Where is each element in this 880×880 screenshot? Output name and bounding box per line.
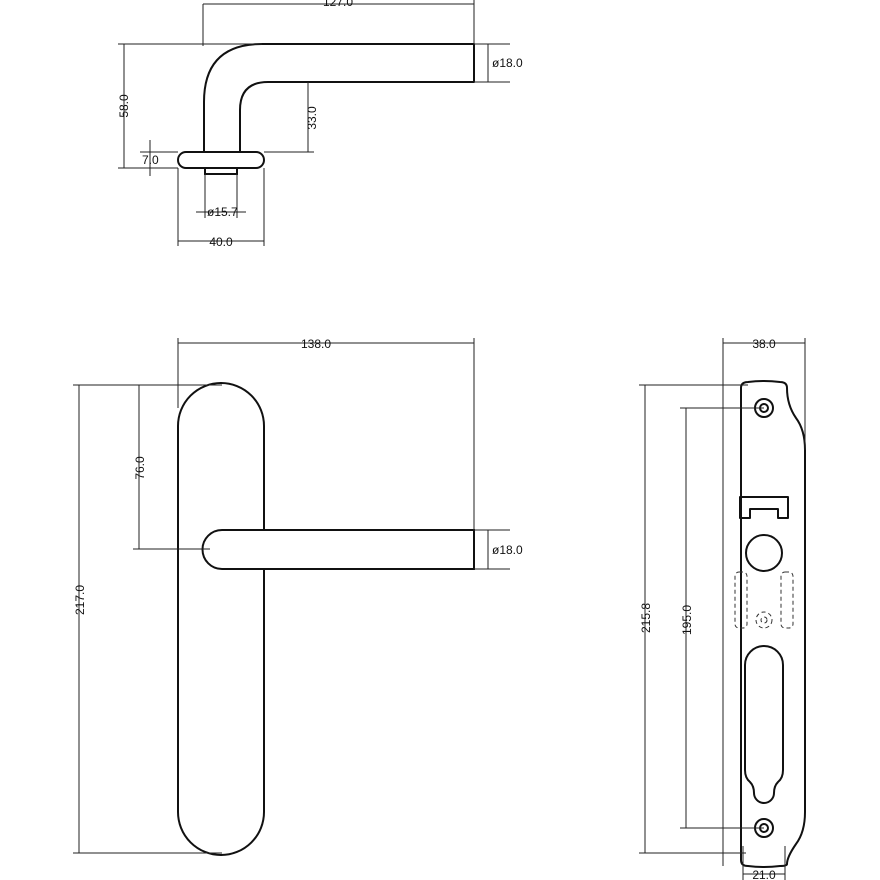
front-backplate <box>177 382 265 856</box>
dim-58-label: 58.0 <box>117 94 131 118</box>
front-view: 138.0 ø18.0 76.0 217.0 <box>73 337 523 856</box>
dim-7-label: 7.0 <box>142 153 159 167</box>
back-spindle-hole <box>745 534 783 572</box>
back-rect-slot <box>739 496 789 519</box>
side-spindle <box>204 167 238 175</box>
back-view: 38.0 215.8 195.0 21.0 <box>639 337 806 880</box>
dim-195-label: 195.0 <box>680 605 694 635</box>
dim-138-label: 138.0 <box>301 337 331 351</box>
dim-33-label: 33.0 <box>305 106 319 130</box>
back-dashed-slot-left <box>734 571 748 629</box>
dim-217-label: 217.0 <box>73 585 87 615</box>
dim-d157-label: ø15.7 <box>207 205 238 219</box>
dim-2158-label: 215.8 <box>639 603 653 633</box>
dim-front-d18-label: ø18.0 <box>492 543 523 557</box>
dim-21-label: 21.0 <box>752 868 776 880</box>
dim-d18-label: ø18.0 <box>492 56 523 70</box>
side-lever-outline <box>203 43 475 153</box>
dim-76-label: 76.0 <box>133 456 147 480</box>
dim-40-label: 40.0 <box>209 235 233 249</box>
back-key-slot <box>744 645 784 804</box>
side-rose <box>177 151 265 169</box>
back-dashed-screw-inner <box>760 616 768 624</box>
back-dashed-slot-right <box>780 571 794 629</box>
dim-38-label: 38.0 <box>752 337 776 351</box>
side-view: 127.0 ø18.0 58.0 33.0 7.0 ø15.7 40.0 <box>117 0 523 249</box>
dim-127-label: 127.0 <box>323 0 353 9</box>
back-dashed-screw <box>755 611 773 629</box>
front-lever <box>201 529 475 570</box>
